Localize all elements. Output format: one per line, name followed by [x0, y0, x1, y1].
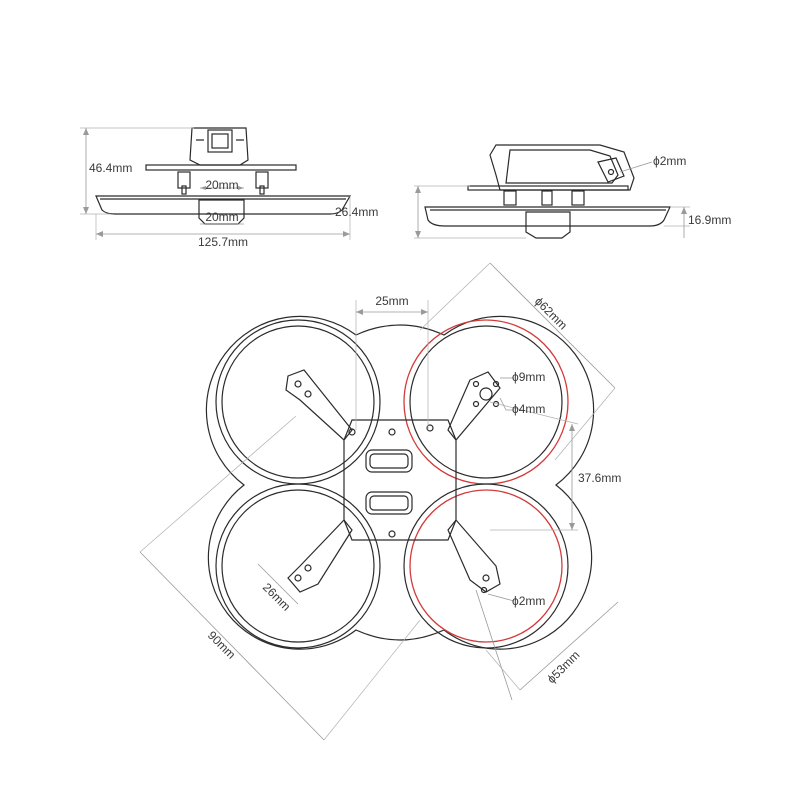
motor-center-hole-label: ϕ9mm [512, 370, 545, 384]
arm-length-label: 26mm [260, 580, 293, 613]
arm-hole [480, 586, 488, 594]
arm-top-left [285, 369, 353, 441]
side-overall-height-label: 26.4mm [335, 205, 378, 219]
front-overall-width-label: 125.7mm [198, 235, 248, 249]
side-duct-height-label: 16.9mm [688, 213, 731, 227]
side-hole [607, 168, 615, 176]
motor-spacing-label: 37.6mm [578, 471, 621, 485]
prop-highlight [409, 489, 563, 643]
stack-spacing-label: 25mm [375, 294, 408, 308]
front-view: 46.4mm 20mm 20mm 125.7mm [80, 127, 352, 249]
front-height-label: 46.4mm [89, 161, 132, 175]
arm-bottom-right [447, 519, 501, 593]
front-bottom-width-label: 20mm [205, 210, 238, 224]
diagonal-label: 90mm [205, 628, 238, 661]
top-view: 25mm ϕ62mm ϕ9mm ϕ4mm 37.6mm ϕ2mm ϕ53mm 9… [139, 262, 621, 741]
center-plate [343, 419, 457, 541]
prop-diameter-label: ϕ53mm [544, 648, 582, 686]
side-hole-label: ϕ2mm [653, 154, 686, 168]
motor-center-hole [479, 387, 493, 401]
side-view: ϕ2mm 26.4mm 16.9mm [335, 144, 731, 239]
arm-hole-label: ϕ2mm [512, 594, 545, 608]
arm-bottom-left [287, 519, 353, 593]
arm-top-right [447, 371, 501, 441]
front-camera-width-label: 20mm [205, 178, 238, 192]
motor-mount-hole-label: ϕ4mm [512, 402, 545, 416]
duct-outer-label: ϕ62mm [532, 294, 570, 332]
